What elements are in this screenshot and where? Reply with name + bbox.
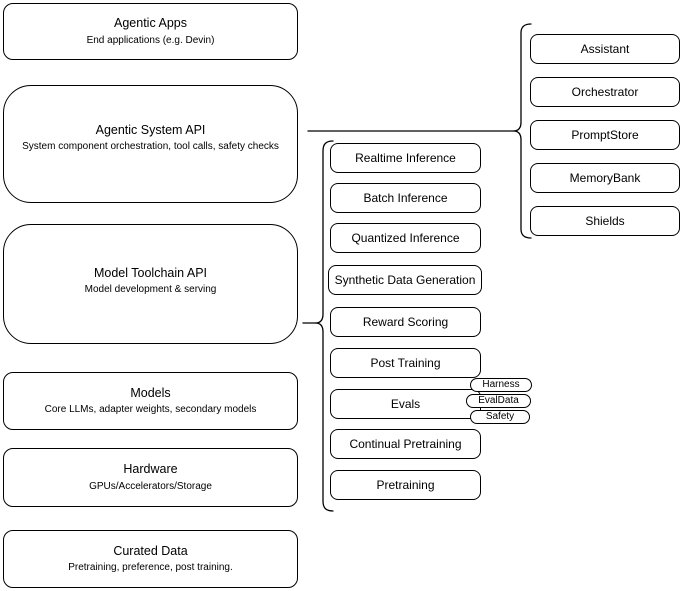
models-subtitle: Core LLMs, adapter weights, secondary mo… (44, 404, 257, 416)
hardware-title: Hardware (123, 462, 178, 477)
hardware-subtitle: GPUs/Accelerators/Storage (89, 480, 212, 492)
hardware-box: Hardware GPUs/Accelerators/Storage (3, 448, 298, 507)
toolchain-item-reward-scoring: Reward Scoring (330, 307, 481, 337)
system-brace (513, 23, 532, 239)
toolchain-item-continual-pretraining: Continual Pretraining (330, 429, 481, 459)
toolchain-item-batch-inference: Batch Inference (330, 183, 481, 213)
component-shields: Shields (530, 206, 680, 236)
model-toolchain-api-subtitle: Model development & serving (84, 284, 217, 296)
agentic-system-api-subtitle: System component orchestration, tool cal… (22, 141, 279, 153)
model-toolchain-api-title: Model Toolchain API (93, 265, 208, 280)
agentic-system-api-title: Agentic System API (95, 122, 206, 137)
curated-data-title: Curated Data (113, 543, 188, 558)
agentic-system-api-box: Agentic System API System component orch… (3, 85, 298, 203)
eval-tag-harness: Harness (470, 378, 532, 392)
component-promptstore: PromptStore (530, 120, 680, 150)
model-toolchain-api-box: Model Toolchain API Model development & … (3, 224, 298, 344)
eval-tag-evaldata: EvalData (466, 394, 531, 408)
toolchain-item-post-training: Post Training (330, 348, 481, 378)
toolchain-item-synthetic-data-generation: Synthetic Data Generation (328, 265, 482, 295)
models-title: Models (130, 385, 171, 400)
curated-data-box: Curated Data Pretraining, preference, po… (3, 530, 298, 588)
toolchain-item-realtime-inference: Realtime Inference (330, 143, 481, 173)
agentic-apps-title: Agentic Apps (114, 16, 187, 31)
component-assistant: Assistant (530, 34, 680, 64)
component-orchestrator: Orchestrator (530, 77, 680, 107)
toolchain-item-quantized-inference: Quantized Inference (330, 223, 481, 253)
toolchain-item-pretraining: Pretraining (330, 470, 481, 500)
agentic-apps-subtitle: End applications (e.g. Devin) (86, 34, 215, 46)
toolchain-item-evals: Evals (330, 389, 481, 419)
component-memorybank: MemoryBank (530, 163, 680, 193)
curated-data-subtitle: Pretraining, preference, post training. (68, 562, 233, 574)
models-box: Models Core LLMs, adapter weights, secon… (3, 372, 298, 430)
agentic-apps-box: Agentic Apps End applications (e.g. Devi… (3, 3, 298, 60)
eval-tag-safety: Safety (470, 410, 530, 424)
